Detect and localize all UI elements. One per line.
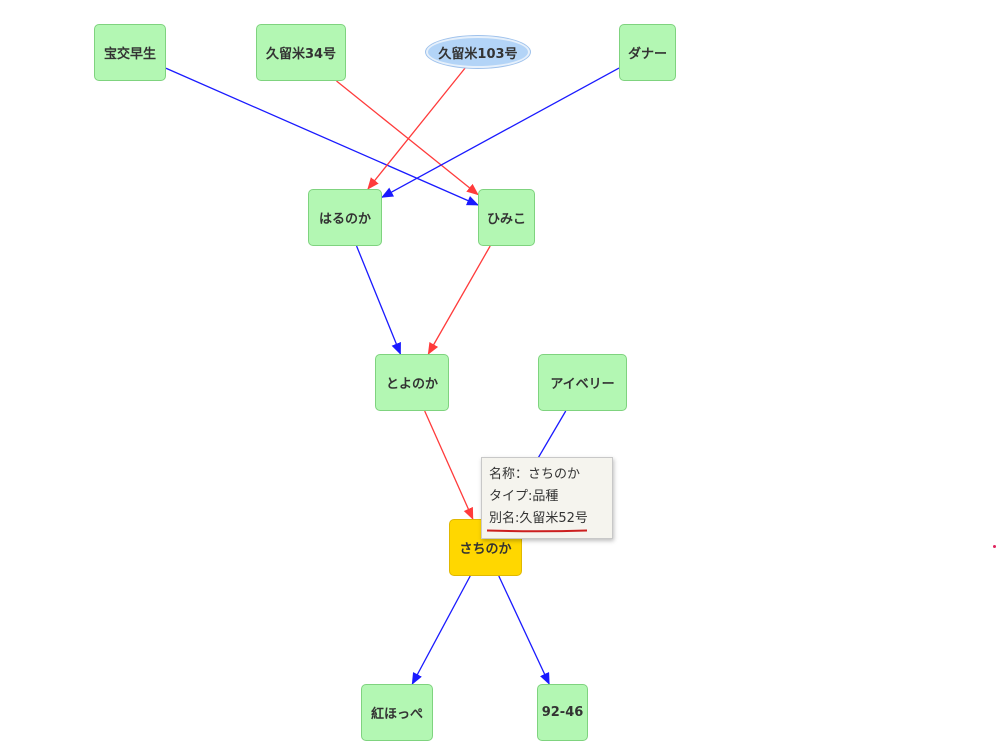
edge-dana-to-harunoka	[381, 67, 620, 198]
node-92-46[interactable]: 92-46	[537, 684, 588, 741]
node-houkouwase[interactable]: 宝交早生	[94, 24, 166, 81]
node-kurume103[interactable]: 久留米103号	[426, 36, 530, 68]
node-toyonoka[interactable]: とよのか	[375, 354, 449, 411]
tooltip-alias: 別名:久留米52号	[489, 511, 588, 526]
node-harunoka[interactable]: はるのか	[308, 189, 382, 246]
edge-houkouwase-to-himiko	[165, 67, 479, 206]
edge-harunoka-to-toyonoka	[355, 245, 402, 355]
edge-sachinoka-to-benihoppe	[411, 575, 471, 685]
edge-sachinoka-to-n9246	[498, 575, 550, 685]
node-tooltip: 名称：さちのか タイプ:品種 別名:久留米52号	[481, 457, 613, 539]
edge-kurume103-to-harunoka	[367, 67, 466, 190]
edge-himiko-to-toyonoka	[427, 245, 491, 355]
alias-underline	[486, 529, 588, 533]
tooltip-name: 名称：さちのか	[489, 467, 581, 482]
node-benihoppe[interactable]: 紅ほっぺ	[361, 684, 433, 741]
tooltip-type: タイプ:品種	[489, 489, 559, 504]
node-dana[interactable]: ダナー	[619, 24, 676, 81]
marker-dot	[993, 545, 996, 548]
edge-toyonoka-to-sachinoka	[424, 410, 474, 520]
edge-kurume34-to-himiko	[336, 80, 479, 196]
node-kurume34[interactable]: 久留米34号	[256, 24, 346, 81]
node-himiko[interactable]: ひみこ	[478, 189, 535, 246]
node-aiberry[interactable]: アイベリー	[538, 354, 627, 411]
